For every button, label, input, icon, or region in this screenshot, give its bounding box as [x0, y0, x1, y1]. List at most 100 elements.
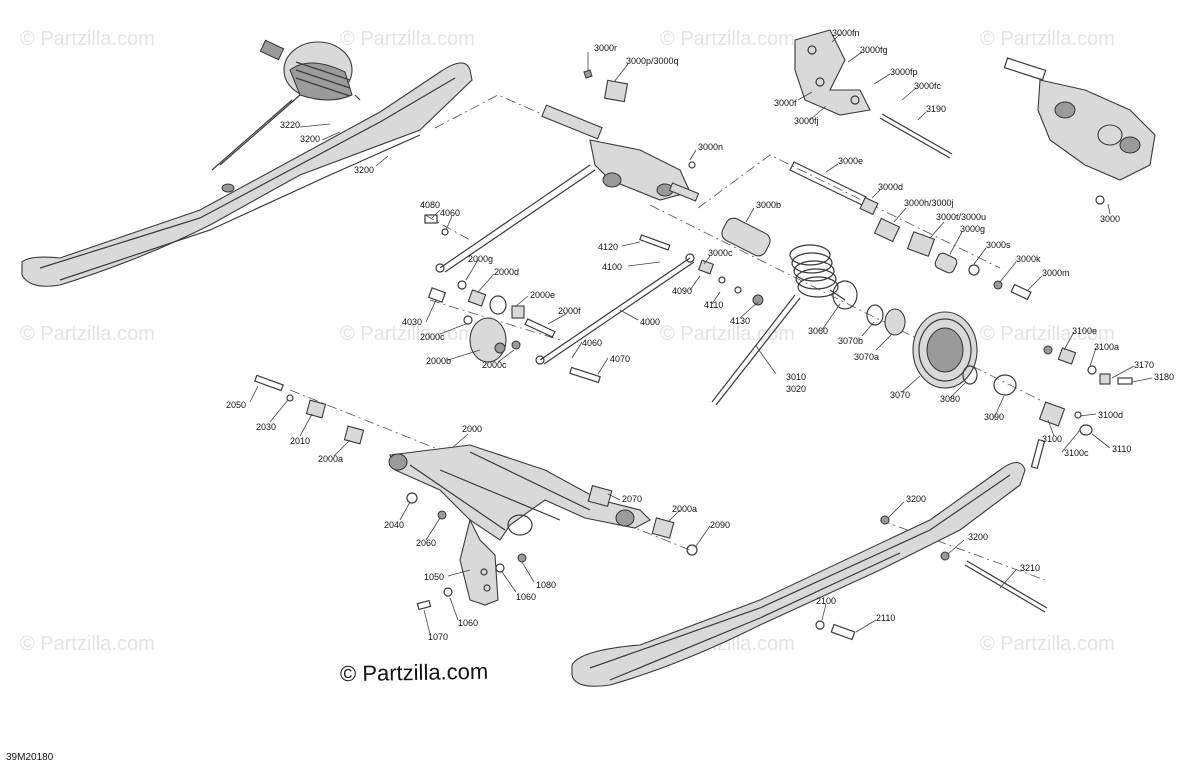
callout-2050: 2050	[226, 400, 246, 410]
callout-2000g: 2000g	[468, 254, 493, 264]
callout-3000n: 3000n	[698, 142, 723, 152]
callout-2060: 2060	[416, 538, 436, 548]
callout-3200: 3200	[354, 165, 374, 175]
callout-4030: 4030	[402, 317, 422, 327]
watermark: © Partzilla.com	[20, 28, 155, 50]
callout-3000: 3000	[1100, 214, 1120, 224]
watermark: © Partzilla.com	[660, 28, 795, 50]
callout-2000a: 2000a	[672, 504, 697, 514]
callout-4070: 4070	[610, 354, 630, 364]
callout-4090: 4090	[672, 286, 692, 296]
callout-3210: 3210	[1020, 563, 1040, 573]
callout-3000k: 3000k	[1016, 254, 1041, 264]
copyright-notice: © Partzilla.com	[339, 658, 489, 687]
callout-4080: 4080	[420, 200, 440, 210]
callout-1060: 1060	[458, 618, 478, 628]
callout-3080: 3080	[940, 394, 960, 404]
leader-lines	[249, 33, 1153, 635]
callout-3000b: 3000b	[756, 200, 781, 210]
callout-2100: 2100	[816, 596, 836, 606]
bracket-assembly	[794, 29, 953, 159]
callout-3100: 3100	[1042, 434, 1062, 444]
callout-2040: 2040	[384, 520, 404, 530]
callout-2000: 2000	[462, 424, 482, 434]
callout-2000f: 2000f	[558, 306, 581, 316]
callout-3000fc: 3000fc	[914, 81, 942, 91]
watermark: © Partzilla.com	[340, 28, 475, 50]
watermark: © Partzilla.com	[660, 323, 795, 345]
callout-3070a: 3070a	[854, 352, 879, 362]
callout-3000p-3000q: 3000p/3000q	[626, 56, 679, 66]
watermark: © Partzilla.com	[980, 633, 1115, 655]
callout-2000c: 2000c	[482, 360, 507, 370]
callout-3000fg: 3000fg	[860, 45, 888, 55]
watermark: © Partzilla.com	[980, 28, 1115, 50]
watermark: © Partzilla.com	[340, 323, 475, 345]
idler-wheel	[832, 280, 1017, 396]
callout-3000fn: 3000fn	[832, 28, 860, 38]
right-rail-assembly	[571, 461, 1048, 687]
callout-3000f: 3000f	[774, 98, 797, 108]
watermark: © Partzilla.com	[20, 633, 155, 655]
callout-3000fj: 3000fj	[794, 116, 819, 126]
callout-3020: 3020	[786, 384, 806, 394]
callout-2010: 2010	[290, 436, 310, 446]
callout-1080: 1080	[536, 580, 556, 590]
watermark: © Partzilla.com	[980, 323, 1115, 345]
watermark: © Partzilla.com	[20, 323, 155, 345]
callout-2090: 2090	[710, 520, 730, 530]
callout-2030: 2030	[256, 422, 276, 432]
callout-4110: 4110	[704, 300, 723, 310]
callout-3100d: 3100d	[1098, 410, 1123, 420]
callout-4130: 4130	[730, 316, 750, 326]
callout-2000b: 2000b	[426, 356, 451, 366]
callout-2000d: 2000d	[494, 267, 519, 277]
callout-3220: 3220	[280, 120, 300, 130]
callout-1070: 1070	[428, 632, 448, 642]
adjuster-parts	[1030, 345, 1133, 470]
watermark-layer: © Partzilla.com © Partzilla.com © Partzi…	[20, 28, 1115, 655]
callout-1050: 1050	[424, 572, 444, 582]
linkage-rods	[424, 214, 764, 384]
callout-3070b: 3070b	[838, 336, 863, 346]
callout-3200: 3200	[968, 532, 988, 542]
callout-3000g: 3000g	[960, 224, 985, 234]
torsion-spring	[711, 244, 846, 406]
lower-arm-assembly	[388, 444, 698, 606]
shaft-parts	[721, 161, 1032, 301]
callout-4120: 4120	[598, 242, 618, 252]
callout-3110: 3110	[1112, 444, 1131, 454]
callout-3200: 3200	[906, 494, 926, 504]
callout-3180: 3180	[1154, 372, 1174, 382]
callout-1060: 1060	[516, 592, 536, 602]
callout-2110: 2110	[876, 613, 895, 623]
callout-4000: 4000	[640, 317, 660, 327]
callout-3010: 3010	[786, 372, 806, 382]
front-hardware	[254, 374, 527, 611]
callout-3100c: 3100c	[1064, 448, 1089, 458]
callout-4060: 4060	[582, 338, 602, 348]
callout-2070: 2070	[622, 494, 642, 504]
callout-3000e: 3000e	[838, 156, 863, 166]
callout-3060: 3060	[808, 326, 828, 336]
right-housing	[1003, 57, 1156, 205]
callout-3000r: 3000r	[594, 43, 617, 53]
callout-3090: 3090	[984, 412, 1004, 422]
callout-3000s: 3000s	[986, 240, 1011, 250]
callout-3000fp: 3000fp	[890, 67, 918, 77]
callout-3190: 3190	[926, 104, 946, 114]
callout-3100a: 3100a	[1094, 342, 1119, 352]
callout-labels: 3000r 3000p/3000q 3000fn 3000fg 3000fp 3…	[226, 28, 1174, 642]
callout-2000c: 2000c	[420, 332, 445, 342]
callout-3000d: 3000d	[878, 182, 903, 192]
callout-4100: 4100	[602, 262, 622, 272]
callout-4060: 4060	[440, 208, 460, 218]
callout-3000c: 3000c	[708, 248, 733, 258]
callout-3170: 3170	[1134, 360, 1154, 370]
callout-3000h-3000j: 3000h/3000j	[904, 198, 954, 208]
left-rail-assembly	[21, 39, 473, 287]
callout-3100e: 3100e	[1072, 326, 1097, 336]
figure-code: 39M20180	[6, 752, 54, 763]
callout-3000m: 3000m	[1042, 268, 1070, 278]
